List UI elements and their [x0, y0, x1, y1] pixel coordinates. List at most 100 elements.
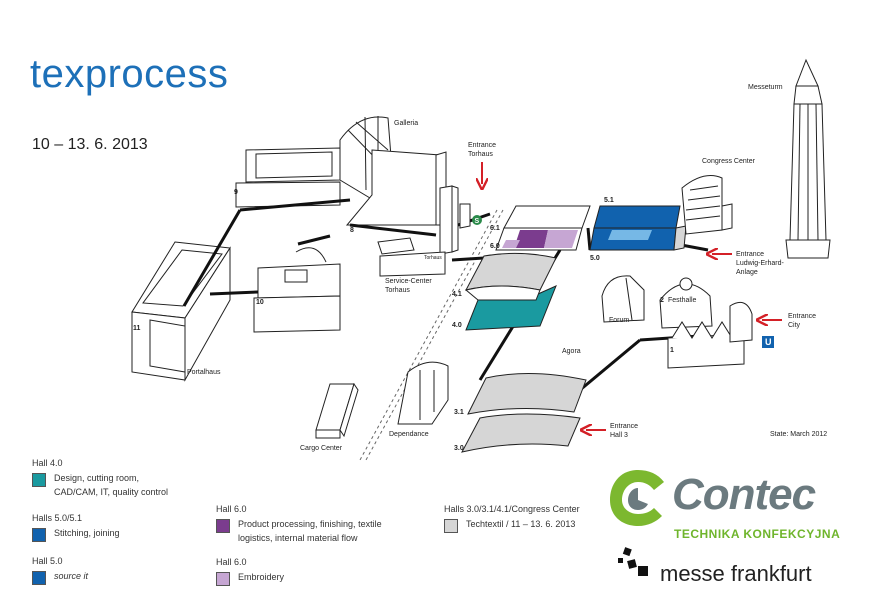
legend-item-halls3-congress: Techtextil / 11 – 13. 6. 2013: [444, 519, 644, 533]
forum-label: Forum: [609, 317, 629, 324]
legend-item-hall60-product: Product processing, finishing, textile lo…: [216, 519, 426, 543]
legend-item-hall50: source it: [32, 571, 222, 585]
hall-9-number: 9: [234, 189, 238, 196]
s-bahn-badge-label: S: [475, 218, 480, 225]
legend-text-hall40-1: Design, cutting room,: [54, 473, 140, 483]
legend-text-hall40-2: CAD/CAM, IT, quality control: [54, 487, 169, 497]
legend-column-2: Hall 6.0 Product processing, finishing, …: [216, 504, 426, 586]
s-bahn-badge: [472, 215, 482, 225]
legend-swatch-halls50-51: [32, 528, 46, 542]
festhalle-building: [659, 277, 713, 329]
portalhaus-label: Portalhaus: [187, 369, 221, 376]
legend-swatch-hall60-product: [216, 519, 230, 533]
legend-swatch-hall50: [32, 571, 46, 585]
hall-11-building: [131, 241, 231, 382]
legend-text-hall60-embroidery: Embroidery: [238, 572, 285, 582]
hall-11-number: 11: [133, 325, 141, 332]
agora-label: Agora: [562, 348, 581, 355]
messe-frankfurt-wordmark: messe frankfurt: [660, 561, 812, 586]
legend-head-hall40: Hall 4.0: [32, 458, 63, 468]
hall-8-number: 8: [350, 227, 354, 234]
galleria-label: Galleria: [394, 120, 418, 127]
messe-frankfurt-logo-icon: [618, 547, 648, 576]
entrance-ludwig: Entrance Ludwig-Erhard- Anlage: [712, 251, 785, 276]
torhaus-small-label: Torhaus: [424, 255, 442, 261]
legend-head-hall50: Hall 5.0: [32, 556, 63, 566]
legend-item-halls50-51: Stitching, joining: [32, 528, 222, 542]
congress-center-label: Congress Center: [702, 158, 756, 165]
page-title: texprocess: [30, 52, 229, 96]
contec-logo-icon: [610, 470, 664, 526]
cargo-center-building: [315, 382, 359, 439]
messeturm-tower: [785, 58, 831, 259]
legend-text-halls3-congress: Techtextil / 11 – 13. 6. 2013: [466, 519, 576, 529]
hall-6-1-block: [503, 205, 591, 229]
legend-head-hall60-embroidery: Hall 6.0: [216, 557, 247, 567]
entrance-torhaus: Entrance Torhaus: [468, 142, 496, 184]
service-center-label-2: Torhaus: [385, 287, 410, 294]
hall-4-1-number: 4.1: [452, 291, 462, 298]
entrance-torhaus-label: Entrance: [468, 142, 496, 149]
hall-5-0-number: 5.0: [590, 255, 600, 262]
legend-text-hall50: source it: [54, 571, 89, 581]
hall-4-0-block: [464, 285, 557, 331]
legend-swatch-hall60-embroidery: [216, 572, 230, 586]
legend-head-hall60-product: Hall 6.0: [216, 504, 247, 514]
entrance-ludwig-label-2: Ludwig-Erhard-: [736, 260, 785, 267]
hall-4-0-number: 4.0: [452, 322, 462, 329]
u-bahn-badge-label: U: [765, 337, 772, 347]
hall-3-0-block: [461, 413, 581, 453]
entrance-torhaus-label-2: Torhaus: [468, 151, 493, 158]
legend-item-hall40: Design, cutting room, CAD/CAM, IT, qualit…: [32, 473, 222, 497]
cargo-center-label: Cargo Center: [300, 445, 343, 452]
legend-head-halls3-congress: Halls 3.0/3.1/4.1/Congress Center: [444, 504, 580, 514]
dependance-label: Dependance: [389, 431, 429, 438]
hall-6-0-number: 6.0: [490, 243, 500, 250]
forum-building: [601, 275, 645, 323]
entrance-city-label-2: City: [788, 322, 801, 329]
hall-3-1-block: [467, 372, 587, 415]
state-label: State: March 2012: [770, 431, 827, 438]
legend-head-halls50-51: Halls 5.0/5.1: [32, 513, 83, 523]
hall-5-1-number: 5.1: [604, 197, 614, 204]
legend-text-halls50-51: Stitching, joining: [54, 528, 120, 538]
u-bahn-badge: [762, 336, 774, 348]
hall-10-number: 10: [256, 299, 264, 306]
s-bahn-station: [459, 203, 471, 229]
hall-1-building: [667, 301, 753, 369]
entrance-hall3: Entrance Hall 3: [586, 423, 638, 439]
legend-text-hall60-product-2: logistics, internal material flow: [238, 533, 358, 543]
legend-swatch-halls3-congress: [444, 519, 458, 533]
hall-6-0-block: [495, 227, 583, 251]
legend-column-1: Hall 4.0 Design, cutting room, CAD/CAM, I…: [32, 458, 222, 585]
entrance-ludwig-label: Entrance: [736, 251, 764, 258]
contec-wordmark: Contec: [672, 470, 816, 519]
torhaus-tower: [439, 185, 459, 255]
legend-item-hall60-embroidery: Embroidery: [216, 572, 426, 586]
hall-5-1-block: [593, 205, 681, 229]
legend-column-3: Halls 3.0/3.1/4.1/Congress Center Techte…: [444, 504, 644, 533]
hall-6-1-number: 6.1: [490, 225, 500, 232]
service-center-label: Service-Center: [385, 278, 432, 285]
entrance-city-label: Entrance: [788, 313, 816, 320]
hall-5-0-block: [589, 225, 687, 251]
hall-10-building: [253, 247, 341, 333]
hall-2-number: 2: [660, 297, 664, 304]
legend-text-hall60-product-1: Product processing, finishing, textile: [238, 519, 382, 529]
festhalle-label: Festhalle: [668, 297, 697, 304]
entrance-hall3-label-2: Hall 3: [610, 432, 628, 439]
dependance-building: [397, 361, 449, 425]
legend-swatch-hall40: [32, 473, 46, 487]
hall-3-0-number: 3.0: [454, 445, 464, 452]
hall-3-1-number: 3.1: [454, 409, 464, 416]
event-dates: 10 – 13. 6. 2013: [32, 136, 148, 153]
service-center-building: [377, 237, 446, 277]
entrance-ludwig-label-3: Anlage: [736, 269, 758, 276]
messeturm-label: Messeturm: [748, 84, 783, 91]
hall-1-number: 1: [670, 347, 674, 354]
entrance-city: Entrance City: [762, 313, 816, 329]
entrance-hall3-label: Entrance: [610, 423, 638, 430]
congress-center-building: [681, 175, 733, 235]
contec-tagline: TECHNIKA KONFEKCYJNA: [674, 527, 841, 541]
